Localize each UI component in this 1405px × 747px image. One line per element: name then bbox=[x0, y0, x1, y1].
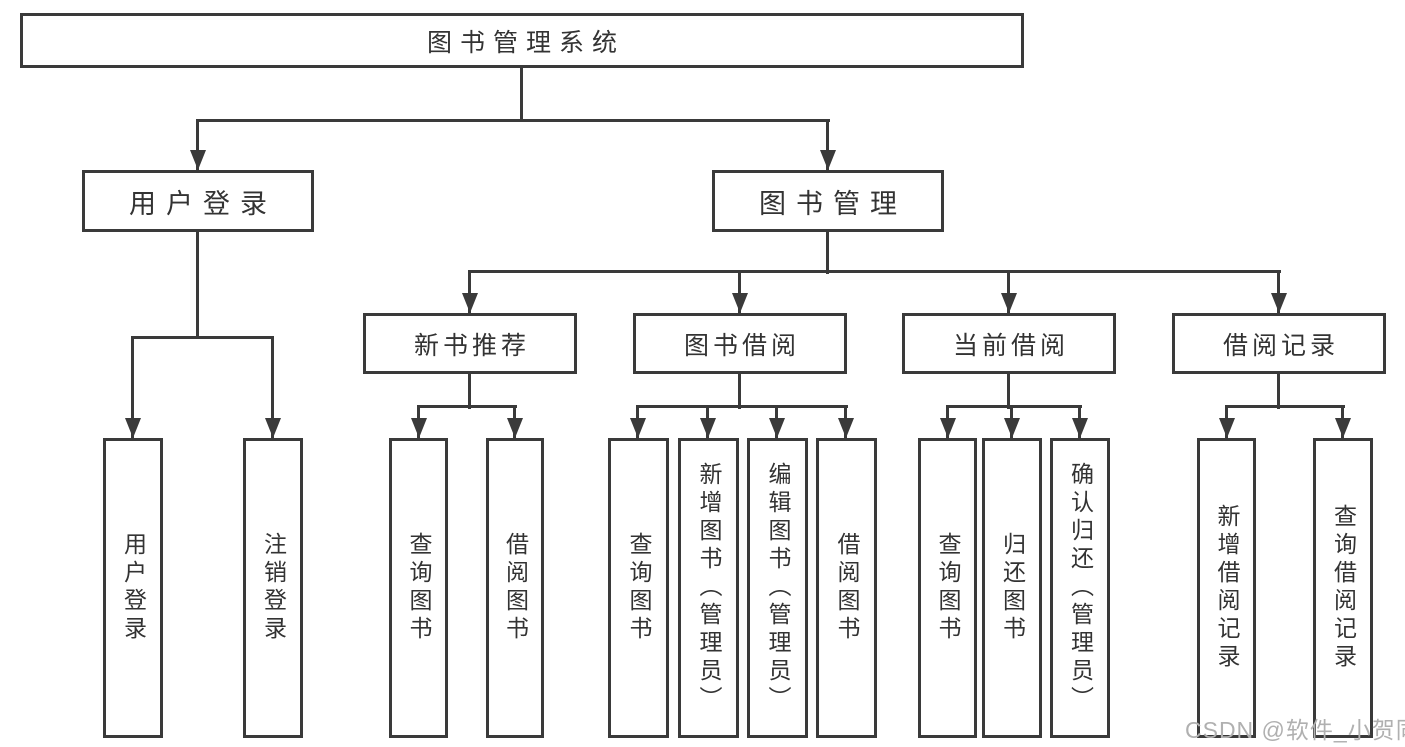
connector-bookborrow-bus bbox=[636, 405, 848, 408]
node-label: 借阅记录 bbox=[1222, 331, 1339, 360]
leaf-edit-book-admin: 编辑图书（管理员） bbox=[747, 438, 808, 738]
leaf-label: 查询借阅记录 bbox=[1330, 504, 1357, 672]
leaf-label: 借阅图书 bbox=[502, 532, 529, 644]
arrowhead-add-record bbox=[1219, 418, 1235, 438]
leaf-query-books-2: 查询图书 bbox=[608, 438, 669, 738]
arrowhead-book-management bbox=[820, 150, 836, 170]
arrowhead-add-book bbox=[700, 418, 716, 438]
arrowhead-leaf-logout bbox=[265, 418, 281, 438]
leaf-label: 查询图书 bbox=[626, 532, 652, 644]
leaf-add-book-admin: 新增图书（管理员） bbox=[678, 438, 739, 738]
connector-drop-borrow-records bbox=[1277, 270, 1280, 313]
connector-drop-new-book bbox=[468, 270, 471, 313]
node-label: 图书管理 bbox=[759, 188, 907, 219]
connector-drop-current-borrow bbox=[1007, 270, 1010, 313]
leaf-label: 查询图书 bbox=[406, 532, 432, 644]
leaf-label: 归还图书 bbox=[999, 532, 1026, 644]
arrowhead-current-borrow bbox=[1001, 293, 1017, 313]
arrowhead-borrow-records bbox=[1271, 293, 1287, 313]
leaf-query-books-3: 查询图书 bbox=[918, 438, 977, 738]
arrowhead-leaf-user-login bbox=[125, 418, 141, 438]
arrowhead-confirm-return bbox=[1072, 418, 1088, 438]
connector-drop-user-login bbox=[196, 119, 199, 170]
leaf-borrow-books-2: 借阅图书 bbox=[816, 438, 877, 738]
leaf-label: 新增图书（管理员） bbox=[696, 462, 722, 714]
node-book-borrow: 图书借阅 bbox=[633, 313, 847, 374]
leaf-label: 用户登录 bbox=[120, 532, 147, 644]
connector-drop-leaf-user-login bbox=[131, 336, 134, 438]
node-book-management: 图书管理 bbox=[712, 170, 944, 232]
arrowhead-borrow-books-1 bbox=[507, 418, 523, 438]
connector-root-trunk bbox=[520, 68, 523, 122]
node-current-borrow: 当前借阅 bbox=[902, 313, 1116, 374]
arrowhead-return-book bbox=[1004, 418, 1020, 438]
connector-bookmgmt-trunk bbox=[826, 232, 829, 274]
leaf-add-borrow-record: 新增借阅记录 bbox=[1197, 438, 1256, 738]
connector-currentborrow-trunk bbox=[1007, 374, 1010, 409]
connector-userlogin-trunk bbox=[196, 232, 199, 339]
arrowhead-query-books-1 bbox=[411, 418, 427, 438]
node-label: 图书借阅 bbox=[683, 331, 800, 360]
arrowhead-query-record bbox=[1335, 418, 1351, 438]
arrowhead-edit-book bbox=[769, 418, 785, 438]
leaf-logout: 注销登录 bbox=[243, 438, 303, 738]
node-label: 用户登录 bbox=[129, 188, 277, 219]
leaf-query-books-1: 查询图书 bbox=[389, 438, 448, 738]
node-label: 新书推荐 bbox=[413, 331, 530, 360]
node-borrow-records: 借阅记录 bbox=[1172, 313, 1386, 374]
leaf-user-login: 用户登录 bbox=[103, 438, 163, 738]
leaf-label: 编辑图书（管理员） bbox=[765, 462, 791, 714]
connector-drop-leaf-logout bbox=[271, 336, 274, 438]
leaf-confirm-return-admin: 确认归还（管理员） bbox=[1050, 438, 1110, 738]
connector-borrowrecords-trunk bbox=[1277, 374, 1280, 409]
connector-newbook-bus bbox=[417, 405, 517, 408]
leaf-label: 新增借阅记录 bbox=[1214, 504, 1240, 672]
node-label: 当前借阅 bbox=[952, 331, 1069, 360]
arrowhead-new-book bbox=[462, 293, 478, 313]
connector-root-bus bbox=[196, 119, 830, 122]
connector-newbook-trunk bbox=[468, 374, 471, 409]
leaf-borrow-books-1: 借阅图书 bbox=[486, 438, 544, 738]
connector-currentborrow-bus bbox=[946, 405, 1082, 408]
connector-bookborrow-trunk bbox=[738, 374, 741, 409]
leaf-label: 确认归还（管理员） bbox=[1067, 462, 1094, 714]
connector-drop-book-management bbox=[826, 119, 829, 170]
node-user-login: 用户登录 bbox=[82, 170, 314, 232]
connector-bookmgmt-bus bbox=[468, 270, 1281, 273]
arrowhead-user-login bbox=[190, 150, 206, 170]
node-label: 图书管理系统 bbox=[426, 28, 625, 57]
leaf-label: 注销登录 bbox=[260, 532, 287, 644]
leaf-label: 查询图书 bbox=[935, 532, 961, 644]
node-new-book-recommend: 新书推荐 bbox=[363, 313, 577, 374]
node-library-management-system: 图书管理系统 bbox=[20, 13, 1024, 68]
leaf-return-book: 归还图书 bbox=[982, 438, 1042, 738]
arrowhead-book-borrow bbox=[732, 293, 748, 313]
connector-userlogin-bus bbox=[131, 336, 274, 339]
connector-drop-book-borrow bbox=[738, 270, 741, 313]
csdn-watermark: CSDN @软件_小贺同学 bbox=[1185, 717, 1405, 743]
arrowhead-query-books-2 bbox=[630, 418, 646, 438]
arrowhead-borrow-books-2 bbox=[838, 418, 854, 438]
arrowhead-query-books-3 bbox=[940, 418, 956, 438]
leaf-label: 借阅图书 bbox=[834, 532, 860, 644]
connector-borrowrecords-bus bbox=[1225, 405, 1345, 408]
leaf-query-borrow-record: 查询借阅记录 bbox=[1313, 438, 1373, 738]
